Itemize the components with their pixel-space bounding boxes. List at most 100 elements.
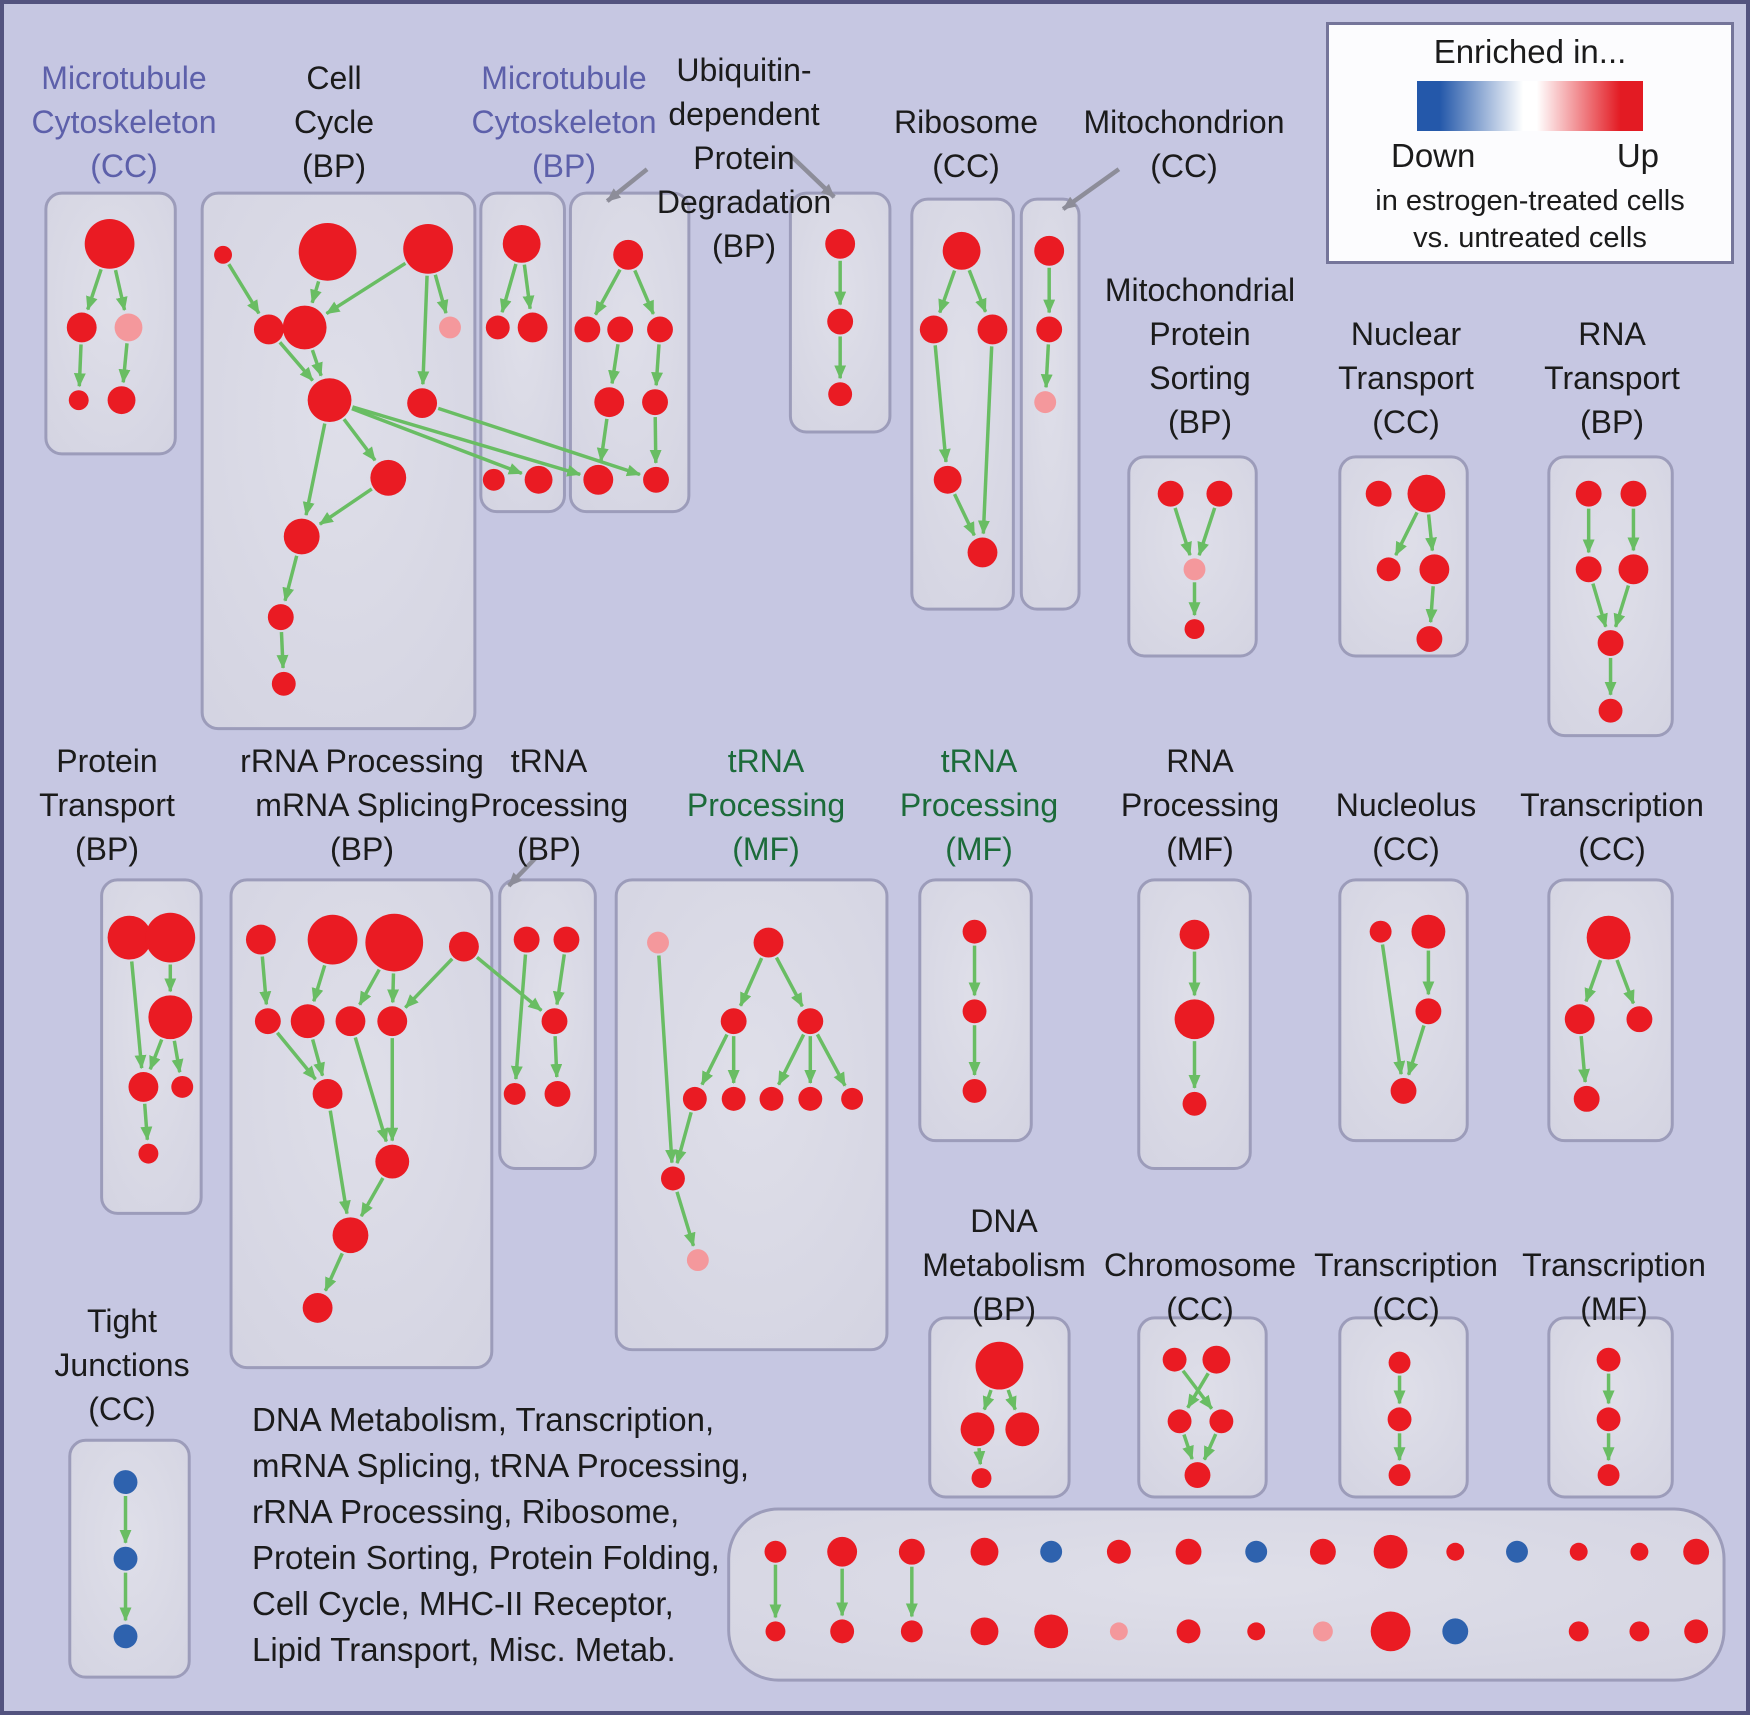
label-pointer-arrow: [788, 153, 836, 199]
legend-down-label: Down: [1391, 137, 1476, 174]
go-term-node-rna-processing-mf: [1174, 999, 1215, 1040]
go-term-node-dna-metabolism-bp: [975, 1341, 1024, 1390]
go-term-node-transcription-cc: [1573, 1085, 1600, 1112]
relation-arrow: [933, 345, 951, 463]
go-term-node-tight-junctions-cc: [113, 1470, 138, 1495]
go-term-node-microtubule-cytoskeleton-bp: [485, 315, 510, 340]
go-term-node-misc-combined-group: [1629, 1621, 1650, 1642]
cluster-box-dna-metabolism-bp: [928, 1316, 1071, 1499]
relation-arrow: [148, 1038, 164, 1071]
go-term-node-nucleolus-cc: [1415, 998, 1442, 1025]
cluster-box-ribosome-cc: [910, 197, 1015, 611]
go-term-node-misc-combined-group: [1442, 1618, 1469, 1645]
relation-arrow: [552, 954, 567, 1006]
go-term-node-rna-transport-bp: [1597, 630, 1624, 656]
go-term-node-protein-transport-bp: [145, 912, 196, 963]
go-term-node-misc-combined-group: [1040, 1540, 1063, 1563]
go-term-node-microtubule-cytoskeleton-cc: [114, 313, 143, 342]
go-term-node-tight-junctions-cc: [113, 1624, 138, 1649]
go-term-node-mitochondrial-protein-sorting-bp: [1184, 619, 1205, 640]
go-term-node-misc-combined-group: [827, 1536, 858, 1567]
go-term-node-misc-combined-group: [1683, 1538, 1710, 1565]
relation-arrow: [323, 1252, 344, 1292]
relation-arrow: [282, 555, 299, 602]
relation-arrow: [596, 418, 609, 463]
go-term-node-nuclear-transport-cc: [1416, 626, 1443, 652]
go-term-node-protein-transport-bp: [148, 995, 193, 1040]
relation-arrow: [118, 343, 131, 384]
go-term-node-cell-cycle-bp: [214, 245, 233, 264]
go-term-node-rna-processing-mf: [1182, 1091, 1207, 1116]
go-term-node-misc-combined-group: [1506, 1540, 1528, 1563]
go-term-node-trna-processing-mf-2: [962, 1078, 987, 1103]
go-term-node-trna-processing-bp: [541, 1008, 568, 1035]
relation-arrow: [140, 1103, 153, 1141]
go-term-node-cell-cycle-bp: [283, 518, 320, 555]
label-pointer-arrow: [605, 167, 649, 203]
go-term-node-ubiquitin-protein-degradation-bp-2: [825, 228, 856, 259]
go-term-node-misc-combined-group: [900, 1620, 923, 1643]
relation-arrow: [278, 341, 315, 382]
go-term-node-protein-transport-bp: [138, 1143, 159, 1164]
relation-arrow: [310, 349, 323, 377]
relation-arrow: [113, 269, 128, 311]
relation-arrow: [302, 423, 327, 517]
misc-group-description: DNA Metabolism, Transcription, mRNA Spli…: [252, 1401, 750, 1668]
go-term-node-rna-transport-bp: [1620, 480, 1647, 507]
relation-arrow: [86, 268, 103, 311]
go-term-node-trna-processing-mf: [797, 1008, 824, 1035]
go-term-node-cell-cycle-bp: [282, 305, 327, 350]
relation-arrow: [475, 955, 543, 1012]
go-term-node-misc-combined-group: [970, 1617, 999, 1646]
go-term-node-ribosome-cc: [919, 315, 948, 344]
legend-subtitle-2: vs. untreated cells: [1413, 222, 1647, 254]
relation-arrow: [593, 268, 622, 316]
go-term-node-protein-transport-bp: [171, 1075, 194, 1098]
go-term-node-protein-transport-bp: [128, 1071, 159, 1102]
go-term-node-ribosome-cc: [977, 314, 1008, 345]
relation-arrow: [325, 261, 407, 316]
go-term-node-cell-cycle-bp: [407, 388, 438, 419]
legend-up-label: Up: [1616, 137, 1659, 174]
go-term-node-transcription-mf: [1596, 1347, 1621, 1372]
relation-arrow: [1425, 514, 1437, 552]
go-term-node-ubiquitin-protein-degradation-bp: [607, 316, 634, 343]
go-term-node-ubiquitin-protein-degradation-bp: [643, 466, 669, 493]
go-term-node-nuclear-transport-cc: [1376, 557, 1401, 582]
relation-arrow: [328, 1110, 351, 1215]
go-term-node-misc-combined-group: [765, 1621, 786, 1642]
go-term-node-mitochondrial-protein-sorting-bp: [1183, 558, 1206, 581]
go-term-node-cell-cycle-bp: [439, 316, 461, 339]
relation-arrow: [952, 493, 976, 537]
relation-arrow: [1394, 511, 1419, 556]
cluster-box-transcription-cc-2: [1338, 1316, 1469, 1499]
go-term-node-misc-combined-group: [1309, 1538, 1336, 1565]
go-term-node-trna-processing-mf: [798, 1086, 823, 1111]
go-term-node-trna-processing-mf: [721, 1086, 746, 1111]
go-term-node-rna-transport-bp: [1575, 480, 1602, 507]
relation-arrow: [967, 269, 988, 313]
go-term-node-rna-transport-bp: [1598, 698, 1623, 723]
go-term-node-mitochondrion-cc: [1034, 235, 1065, 266]
legend: Enriched in... Down Up in estrogen-treat…: [1326, 22, 1734, 264]
go-term-node-transcription-cc: [1626, 1006, 1653, 1033]
relation-arrow: [674, 1111, 693, 1165]
go-term-node-mitochondrion-cc: [1034, 391, 1057, 414]
go-term-node-trna-processing-mf: [753, 927, 784, 958]
go-term-node-ribosome-cc: [967, 537, 998, 568]
go-term-node-misc-combined-group: [1373, 1534, 1408, 1569]
relation-arrow: [774, 956, 804, 1008]
go-term-node-trna-processing-mf: [682, 1086, 707, 1111]
relation-arrow: [1197, 507, 1217, 557]
relation-arrow: [1186, 1372, 1210, 1409]
go-term-node-misc-combined-group: [1370, 1611, 1411, 1652]
relation-arrow: [675, 1191, 696, 1247]
relation-arrow: [351, 405, 582, 477]
relation-arrow: [633, 269, 655, 315]
relation-arrow: [417, 275, 430, 386]
go-term-node-trna-processing-bp: [513, 926, 540, 953]
go-term-node-cell-cycle-bp: [271, 671, 296, 696]
go-term-node-mitochondrion-cc: [1036, 316, 1063, 343]
cluster-box-trna-processing-mf: [614, 878, 889, 1352]
go-term-node-trna-processing-mf: [720, 1008, 747, 1035]
